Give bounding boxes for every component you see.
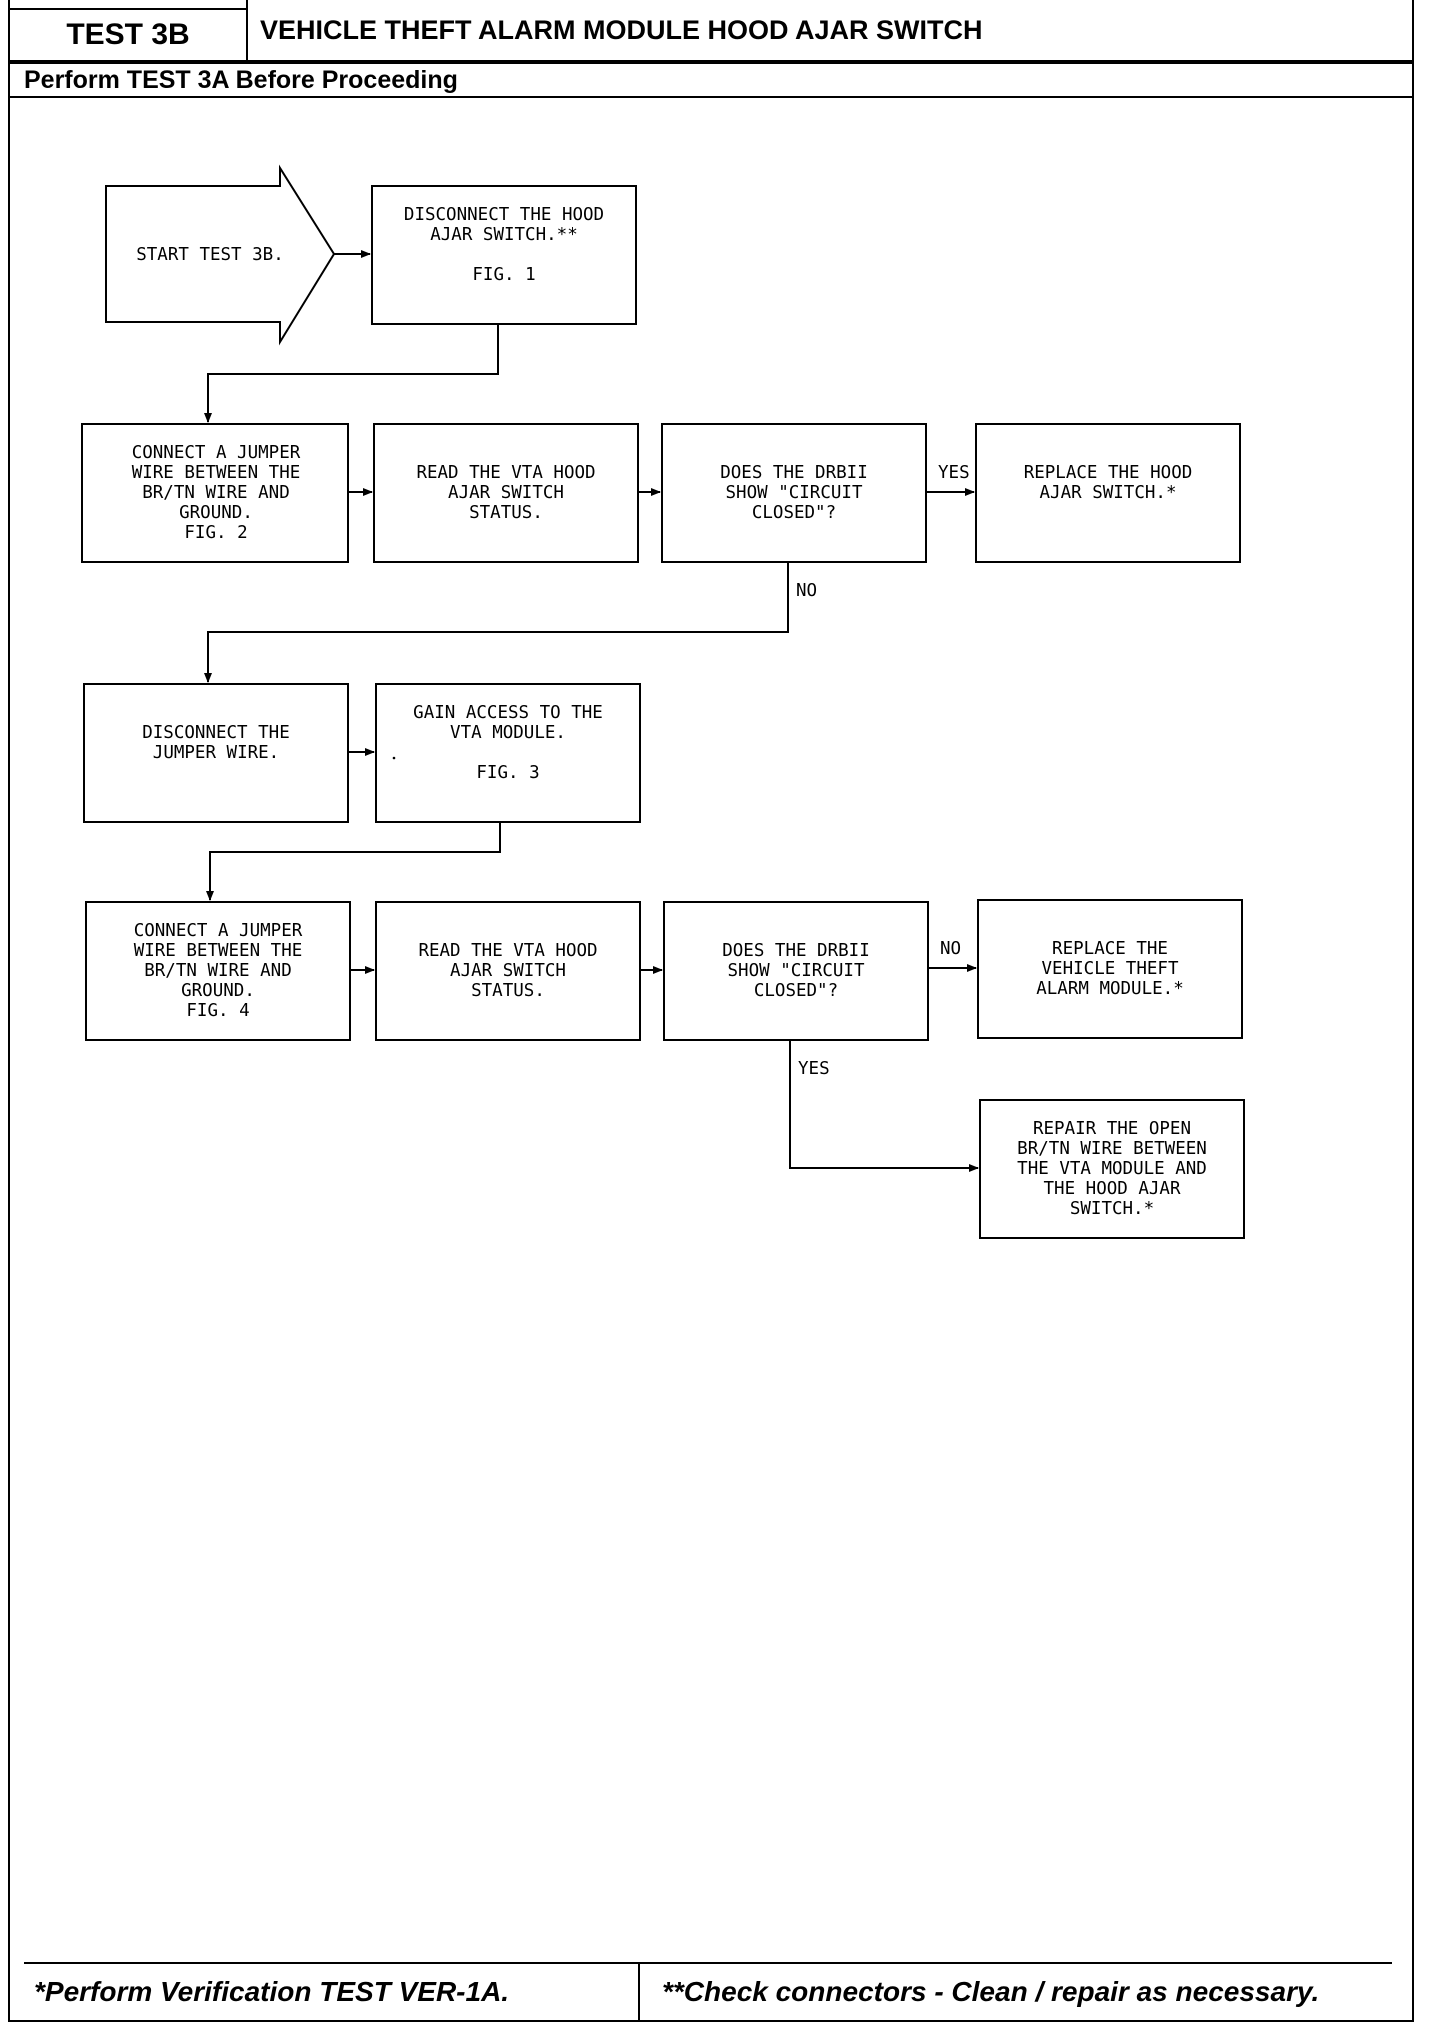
decision-circuit-closed-1 bbox=[661, 423, 927, 563]
step-gain-access-vta-text-line: FIG. 3 bbox=[476, 763, 539, 783]
decision-circuit-closed-1-text-line: DOES THE DRBII bbox=[720, 463, 868, 483]
result-repair-open-wire-text-line: THE HOOD AJAR bbox=[1044, 1179, 1181, 1199]
step-disconnect-hood-switch-text-line: DISCONNECT THE HOOD bbox=[404, 205, 604, 225]
result-replace-hood-switch-text-line: REPLACE THE HOOD bbox=[1024, 463, 1193, 483]
step-connect-jumper-1-text-line: GROUND. bbox=[179, 503, 253, 523]
step-read-status-2 bbox=[375, 901, 641, 1041]
result-replace-hood-switch bbox=[975, 423, 1241, 563]
footer-connector-note: **Check connectors - Clean / repair as n… bbox=[640, 1962, 1392, 2020]
step-gain-access-vta-text-line: VTA MODULE. bbox=[450, 723, 566, 743]
decision-circuit-closed-2-text-line: SHOW "CIRCUIT bbox=[728, 961, 865, 981]
decision-circuit-closed-1-text-line: SHOW "CIRCUIT bbox=[726, 483, 863, 503]
step-connect-jumper-1-text-line: FIG. 2 bbox=[184, 523, 247, 543]
step-connect-jumper-2 bbox=[85, 901, 351, 1041]
label-decision1-no: NO bbox=[796, 581, 817, 601]
step-disconnect-hood-switch-text-line: AJAR SWITCH.** bbox=[430, 225, 578, 245]
step-disconnect-hood-switch-text-line: FIG. 1 bbox=[472, 265, 535, 285]
step-connect-jumper-2-text-line: CONNECT A JUMPER bbox=[134, 921, 303, 941]
footer-verification-note: *Perform Verification TEST VER-1A. bbox=[24, 1962, 640, 2020]
step-read-status-2-text-line: READ THE VTA HOOD bbox=[418, 941, 597, 961]
step-disconnect-jumper-text-line: JUMPER WIRE. bbox=[153, 743, 279, 763]
step-connect-jumper-2-text-line: BR/TN WIRE AND bbox=[144, 961, 292, 981]
step-disconnect-hood-switch bbox=[371, 185, 637, 325]
result-replace-hood-switch-text-line: AJAR SWITCH.* bbox=[1040, 483, 1177, 503]
result-replace-vta-module-text-line: ALARM MODULE.* bbox=[1036, 979, 1184, 999]
start-arrow-shape bbox=[105, 164, 336, 346]
step-read-status-2-text-line: AJAR SWITCH bbox=[450, 961, 566, 981]
decision-circuit-closed-2-text-line: DOES THE DRBII bbox=[722, 941, 870, 961]
label-decision2-yes: YES bbox=[798, 1059, 830, 1079]
step-connect-jumper-2-text-line: GROUND. bbox=[181, 981, 255, 1001]
step-gain-access-vta-text-line: GAIN ACCESS TO THE bbox=[413, 703, 603, 723]
arrow-step1-to-step2 bbox=[204, 324, 499, 423]
step-gain-access-vta bbox=[375, 683, 641, 823]
step-connect-jumper-1-text-line: CONNECT A JUMPER bbox=[132, 443, 301, 463]
decision-circuit-closed-2-text-line: CLOSED"? bbox=[754, 981, 838, 1001]
start-label: START TEST 3B. bbox=[136, 245, 284, 265]
subtitle: Perform TEST 3A Before Proceeding bbox=[10, 62, 1414, 98]
stray-dot bbox=[392, 756, 396, 760]
start-label-line: START TEST 3B. bbox=[136, 245, 284, 265]
step-read-status-1 bbox=[373, 423, 639, 563]
step-connect-jumper-1-text-line: WIRE BETWEEN THE bbox=[132, 463, 301, 483]
result-replace-vta-module-text-line: REPLACE THE bbox=[1052, 939, 1168, 959]
result-replace-vta-module bbox=[977, 899, 1243, 1039]
label-decision1-yes: YES bbox=[938, 463, 970, 483]
step-connect-jumper-2-text-line: FIG. 4 bbox=[186, 1001, 249, 1021]
decision-circuit-closed-1-text-line: CLOSED"? bbox=[752, 503, 836, 523]
step-connect-jumper-2-text-line: WIRE BETWEEN THE bbox=[134, 941, 303, 961]
step-connect-jumper-1 bbox=[81, 423, 349, 563]
step-read-status-1-text-line: AJAR SWITCH bbox=[448, 483, 564, 503]
result-repair-open-wire-text-line: THE VTA MODULE AND bbox=[1017, 1159, 1207, 1179]
arrow-step5-to-step6 bbox=[206, 822, 501, 901]
result-repair-open-wire-text-line: SWITCH.* bbox=[1070, 1199, 1154, 1219]
step-disconnect-jumper bbox=[83, 683, 349, 823]
test-id: TEST 3B bbox=[8, 8, 248, 62]
step-connect-jumper-1-text-line: BR/TN WIRE AND bbox=[142, 483, 290, 503]
decision-circuit-closed-2 bbox=[663, 901, 929, 1041]
result-repair-open-wire-text-line: REPAIR THE OPEN bbox=[1033, 1119, 1191, 1139]
result-repair-open-wire bbox=[979, 1099, 1245, 1239]
result-repair-open-wire-text-line: BR/TN WIRE BETWEEN bbox=[1017, 1139, 1207, 1159]
arrow-decision2-yes bbox=[789, 1040, 979, 1172]
arrow-decision1-no bbox=[204, 562, 789, 683]
page-frame bbox=[8, 0, 1414, 2022]
result-replace-vta-module-text-line: VEHICLE THEFT bbox=[1042, 959, 1179, 979]
step-read-status-1-text-line: READ THE VTA HOOD bbox=[416, 463, 595, 483]
label-decision2-no: NO bbox=[940, 939, 961, 959]
step-read-status-1-text-line: STATUS. bbox=[469, 503, 543, 523]
page-title: VEHICLE THEFT ALARM MODULE HOOD AJAR SWI… bbox=[246, 0, 1414, 62]
step-read-status-2-text-line: STATUS. bbox=[471, 981, 545, 1001]
step-disconnect-jumper-text-line: DISCONNECT THE bbox=[142, 723, 290, 743]
